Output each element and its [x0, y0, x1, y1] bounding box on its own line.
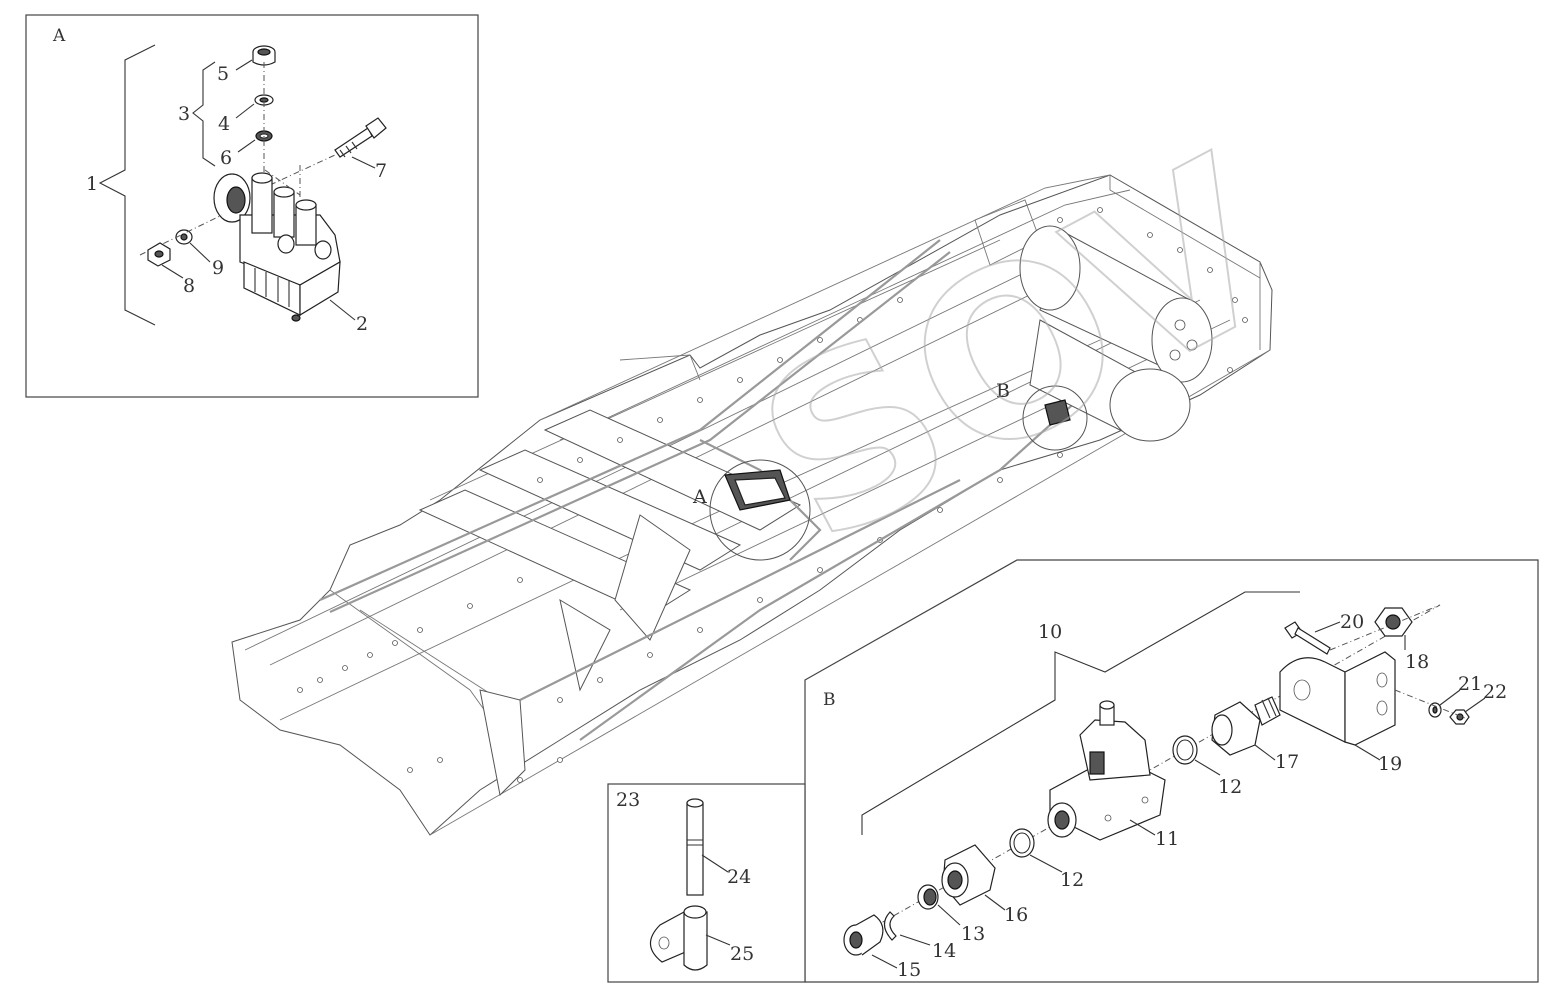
callout-15: 15 — [897, 959, 921, 981]
panel-b-label: B — [823, 690, 836, 710]
part-15-fitting — [843, 914, 884, 956]
part-11-pressure-regulator — [1047, 700, 1166, 841]
panel-b: B 10 15 14 13 — [804, 559, 1539, 983]
part-14-clip — [883, 911, 897, 941]
part-21-washer — [1428, 702, 1442, 718]
callout-6: 6 — [220, 147, 232, 169]
callout-10: 10 — [1038, 621, 1062, 643]
panel-c: 23 24 25 — [607, 783, 806, 983]
part-20-bolt — [1284, 621, 1331, 655]
detail-circle-a: A — [692, 459, 811, 561]
callout-7: 7 — [375, 160, 387, 182]
callout-13: 13 — [961, 923, 985, 945]
part-12-seal-lower — [1009, 828, 1035, 858]
callout-2: 2 — [356, 313, 368, 335]
part-16-nut — [941, 844, 996, 906]
callout-8: 8 — [183, 275, 195, 297]
panel-c-label: 23 — [616, 789, 640, 811]
callout-24: 24 — [727, 866, 751, 888]
svg-text:SOV: SOV — [721, 110, 1317, 596]
callout-19: 19 — [1378, 753, 1402, 775]
air-tank-lower — [1029, 319, 1191, 442]
callout-9: 9 — [212, 257, 224, 279]
part-5-plug — [252, 45, 276, 66]
air-tank-upper — [1019, 225, 1213, 383]
callout-20: 20 — [1340, 611, 1364, 633]
callout-18: 18 — [1405, 651, 1429, 673]
part-24-pin — [686, 798, 704, 896]
callout-3: 3 — [178, 103, 190, 125]
part-9-washer — [175, 229, 193, 245]
callout-22: 22 — [1483, 681, 1507, 703]
chassis-marker-a: A — [692, 486, 707, 508]
detail-circle-b: B — [996, 380, 1088, 451]
part-2-valve-body — [213, 172, 341, 322]
part-25-bracket — [649, 905, 708, 971]
part-18-nut — [1374, 607, 1413, 637]
callout-16: 16 — [1004, 904, 1028, 926]
part-13-sleeve — [917, 884, 939, 910]
callout-5: 5 — [217, 63, 229, 85]
callout-1: 1 — [86, 173, 98, 195]
part-7-bolt — [334, 117, 387, 158]
part-8-nut — [147, 242, 171, 267]
callout-14: 14 — [932, 940, 956, 962]
callout-4: 4 — [218, 113, 230, 135]
callout-25: 25 — [730, 943, 754, 965]
part-19-bracket — [1279, 651, 1396, 746]
callout-12-upper: 12 — [1218, 776, 1242, 798]
panel-a-label: A — [52, 26, 66, 46]
part-12-seal-upper — [1172, 735, 1198, 765]
callout-21: 21 — [1458, 673, 1482, 695]
part-17-adapter — [1211, 696, 1281, 756]
watermark: SOV — [720, 109, 1318, 597]
callout-12-lower: 12 — [1060, 869, 1084, 891]
part-22-nut — [1449, 709, 1470, 725]
callout-11: 11 — [1155, 828, 1179, 850]
callout-17: 17 — [1275, 751, 1299, 773]
chassis-marker-b: B — [996, 380, 1010, 402]
panel-a: A 1 3 5 4 6 — [25, 14, 479, 398]
